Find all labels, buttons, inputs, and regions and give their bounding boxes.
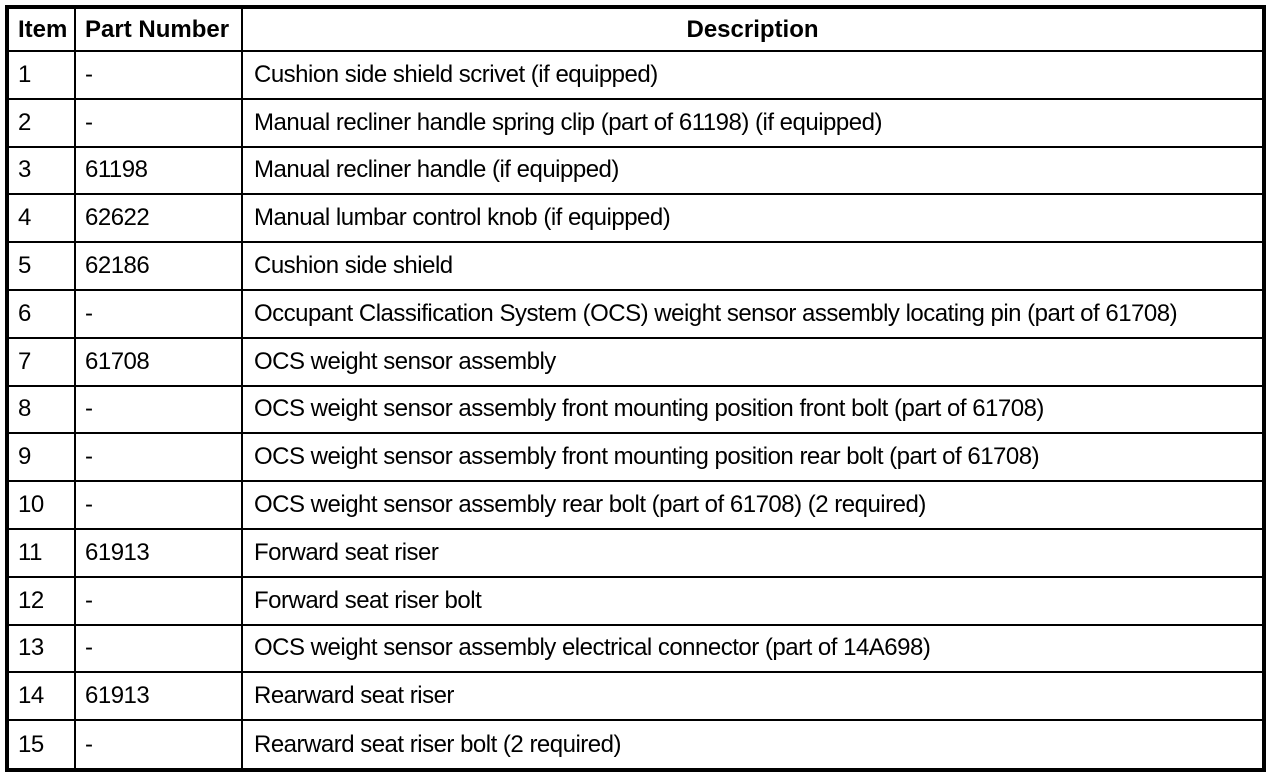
table-row: 9 - OCS weight sensor assembly front mou… xyxy=(9,432,1262,483)
table-row: 6 - Occupant Classification System (OCS)… xyxy=(9,288,1262,339)
table-row: 12 - Forward seat riser bolt xyxy=(9,575,1262,626)
part-number-cell: 61913 xyxy=(74,671,243,722)
description-cell: OCS weight sensor assembly front mountin… xyxy=(241,384,1262,435)
part-number-cell: 61198 xyxy=(74,145,243,196)
table-row: 15 - Rearward seat riser bolt (2 require… xyxy=(9,719,1262,768)
header-row: Item Part Number Description xyxy=(9,9,1262,52)
part-number-cell: 62622 xyxy=(74,193,243,244)
description-cell: Forward seat riser bolt xyxy=(241,575,1262,626)
item-cell: 2 xyxy=(9,97,76,148)
table-row: 13 - OCS weight sensor assembly electric… xyxy=(9,623,1262,674)
part-number-cell: 61708 xyxy=(74,336,243,387)
part-number-cell: - xyxy=(74,575,243,626)
description-cell: Cushion side shield scrivet (if equipped… xyxy=(241,50,1262,100)
description-cell: Manual recliner handle (if equipped) xyxy=(241,145,1262,196)
table-body: 1 - Cushion side shield scrivet (if equi… xyxy=(9,50,1262,768)
column-header-item: Item xyxy=(9,9,76,52)
table-row: 2 - Manual recliner handle spring clip (… xyxy=(9,97,1262,148)
item-cell: 10 xyxy=(9,480,76,530)
description-cell: Rearward seat riser xyxy=(241,671,1262,722)
item-cell: 14 xyxy=(9,671,76,722)
description-cell: Cushion side shield xyxy=(241,241,1262,291)
item-cell: 4 xyxy=(9,193,76,244)
part-number-cell: - xyxy=(74,480,243,530)
part-number-cell: - xyxy=(74,50,243,100)
parts-table: Item Part Number Description 1 - Cushion… xyxy=(9,9,1262,768)
item-cell: 1 xyxy=(9,50,76,100)
part-number-cell: - xyxy=(74,432,243,483)
description-cell: OCS weight sensor assembly rear bolt (pa… xyxy=(241,480,1262,530)
table-row: 1 - Cushion side shield scrivet (if equi… xyxy=(9,50,1262,100)
description-cell: Occupant Classification System (OCS) wei… xyxy=(241,288,1262,339)
item-cell: 13 xyxy=(9,623,76,674)
description-cell: OCS weight sensor assembly xyxy=(241,336,1262,387)
item-cell: 6 xyxy=(9,288,76,339)
item-cell: 15 xyxy=(9,719,76,768)
part-number-cell: - xyxy=(74,384,243,435)
column-header-part-number: Part Number xyxy=(74,9,243,52)
column-header-description: Description xyxy=(241,9,1262,52)
table-row: 5 62186 Cushion side shield xyxy=(9,241,1262,291)
item-cell: 8 xyxy=(9,384,76,435)
table-row: 7 61708 OCS weight sensor assembly xyxy=(9,336,1262,387)
description-cell: OCS weight sensor assembly front mountin… xyxy=(241,432,1262,483)
description-cell: Rearward seat riser bolt (2 required) xyxy=(241,719,1262,768)
item-cell: 7 xyxy=(9,336,76,387)
item-cell: 9 xyxy=(9,432,76,483)
description-cell: OCS weight sensor assembly electrical co… xyxy=(241,623,1262,674)
table-row: 14 61913 Rearward seat riser xyxy=(9,671,1262,722)
part-number-cell: 61913 xyxy=(74,527,243,578)
part-number-cell: - xyxy=(74,97,243,148)
table-row: 8 - OCS weight sensor assembly front mou… xyxy=(9,384,1262,435)
part-number-cell: - xyxy=(74,623,243,674)
description-cell: Manual lumbar control knob (if equipped) xyxy=(241,193,1262,244)
description-cell: Forward seat riser xyxy=(241,527,1262,578)
part-number-cell: - xyxy=(74,719,243,768)
table-row: 4 62622 Manual lumbar control knob (if e… xyxy=(9,193,1262,244)
item-cell: 11 xyxy=(9,527,76,578)
parts-table-frame: Item Part Number Description 1 - Cushion… xyxy=(5,5,1266,772)
description-cell: Manual recliner handle spring clip (part… xyxy=(241,97,1262,148)
table-row: 10 - OCS weight sensor assembly rear bol… xyxy=(9,480,1262,530)
table-row: 11 61913 Forward seat riser xyxy=(9,527,1262,578)
table-row: 3 61198 Manual recliner handle (if equip… xyxy=(9,145,1262,196)
item-cell: 5 xyxy=(9,241,76,291)
part-number-cell: 62186 xyxy=(74,241,243,291)
item-cell: 12 xyxy=(9,575,76,626)
item-cell: 3 xyxy=(9,145,76,196)
part-number-cell: - xyxy=(74,288,243,339)
